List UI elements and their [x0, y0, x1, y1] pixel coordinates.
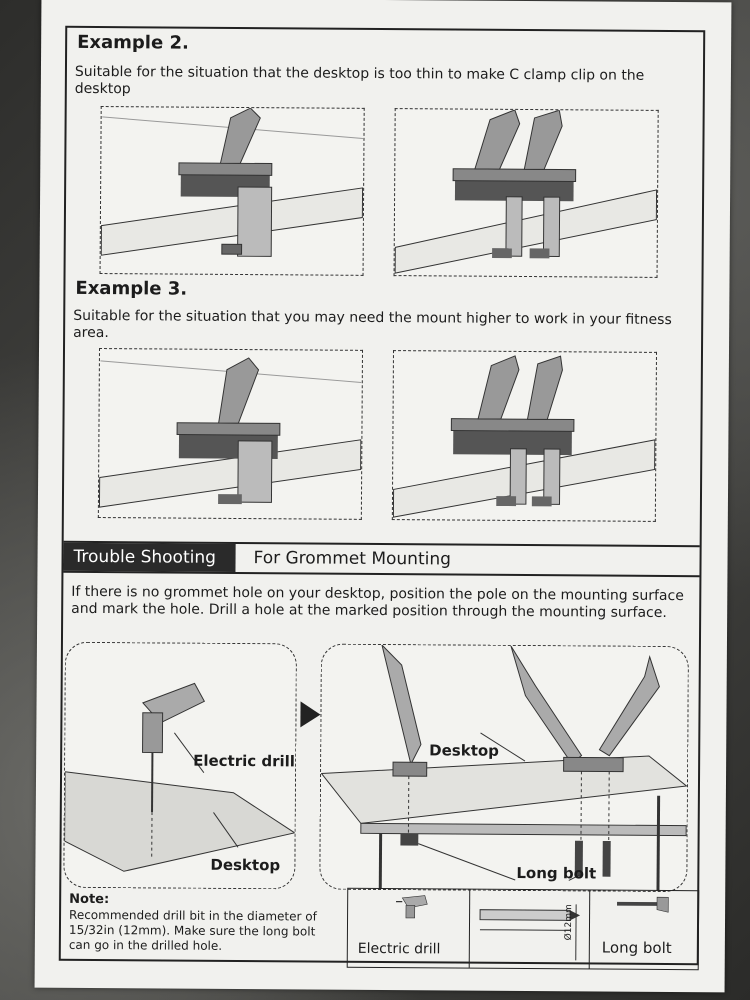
example-3-text: Suitable for the situation that you may … [73, 307, 672, 342]
drill-bit-cell: Ø12mm [469, 889, 591, 969]
note-title: Note: [69, 891, 110, 908]
trouble-shooting-bar: Trouble Shooting For Grommet Mounting [63, 540, 700, 578]
parts-drill-label: Electric drill [357, 940, 441, 958]
note-text: Recommended drill bit in the diameter of… [68, 907, 317, 953]
long-bolt-label: Long bolt [516, 863, 597, 883]
example-3-dual-mount-illustration [391, 350, 658, 522]
grommet-mounting-title: For Grommet Mounting [253, 548, 452, 570]
mounting-illustration: Desktop Long bolt [319, 643, 689, 893]
sheet-frame: Example 2. Suitable for the situation th… [58, 25, 706, 971]
bolt-cell: Long bolt [590, 890, 701, 969]
example-2-single-mount-illustration [99, 106, 365, 276]
grommet-instructions: If there is no grommet hole on your desk… [71, 583, 684, 621]
desktop-label-right: Desktop [429, 741, 500, 760]
drill-cell: Electric drill [347, 888, 471, 968]
drill-bit-icon [479, 904, 581, 961]
parts-bolt-label: Long bolt [601, 938, 672, 958]
parts-table: Electric drill Ø12mm Long bolt [346, 887, 701, 971]
diameter-label: Ø12mm [563, 904, 575, 941]
example-2-title: Example 2. [77, 31, 189, 54]
electric-drill-icon [396, 895, 428, 919]
example-3-single-mount-illustration [97, 348, 364, 520]
example-3-title: Example 3. [75, 277, 188, 300]
instruction-sheet: Example 2. Suitable for the situation th… [34, 0, 732, 993]
long-bolt-icon [617, 896, 669, 913]
arrow-right-icon [300, 701, 321, 728]
example-2-dual-mount-illustration [393, 108, 659, 278]
drilling-illustration: Electric drill Desktop [63, 641, 297, 890]
trouble-shooting-tag: Trouble Shooting [63, 542, 236, 572]
example-2-text: Suitable for the situation that the desk… [74, 63, 645, 98]
electric-drill-label: Electric drill [193, 751, 296, 771]
desktop-label-left: Desktop [210, 855, 281, 875]
